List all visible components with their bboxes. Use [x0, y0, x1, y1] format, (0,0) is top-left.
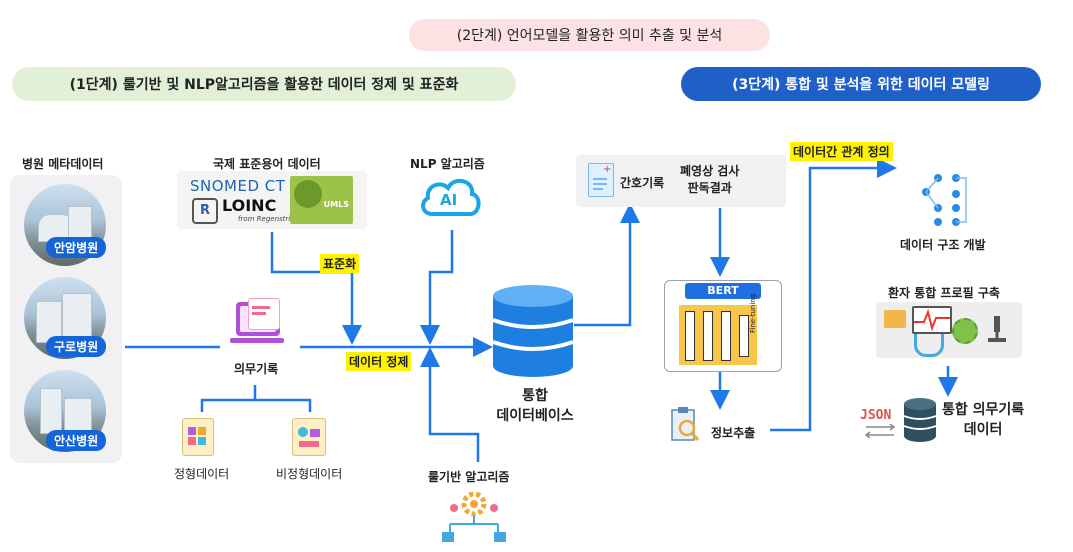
stethoscope-icon	[914, 334, 944, 357]
arrow-db-to-stage2	[574, 203, 640, 327]
json-icon: JSON	[860, 404, 900, 438]
unstructured-label: 비정형데이터	[276, 467, 343, 481]
bert-title: BERT	[685, 283, 761, 299]
nursing-doc-icon: +	[588, 163, 614, 197]
imaging-line1: 폐영상 검사	[680, 164, 740, 178]
json-text: JSON	[860, 408, 892, 423]
heart-monitor-icon	[912, 306, 952, 334]
bert-model: BERT Fine-tuning	[664, 280, 782, 372]
integrated-record-line2: 데이터	[963, 422, 1003, 438]
hospital-meta-title: 병원 메타데이터	[22, 157, 104, 171]
umls-text: UMLS	[323, 200, 349, 209]
medical-record-icon	[228, 298, 286, 346]
record-db-icon	[902, 396, 938, 444]
info-extract-label: 정보추출	[711, 426, 756, 440]
umls-logo: UMLS	[290, 176, 353, 224]
integrated-db-line1: 통합	[522, 388, 548, 404]
loinc-sub: from Regenstrief	[238, 215, 298, 223]
integrated-db-line2: 데이터베이스	[496, 408, 574, 424]
stage2-label: (2단계) 언어모델을 활용한 의미 추출 및 분석	[456, 28, 723, 44]
cloud-ai-icon: AI	[418, 174, 484, 218]
loinc-logo: LOINC	[222, 196, 276, 215]
intl-std-title: 국제 표준용어 데이터	[213, 157, 321, 171]
bert-finetune-label: Fine-tuning	[749, 293, 757, 333]
integrated-record-line1: 통합 의무기록	[942, 402, 1025, 418]
database-icon	[490, 282, 576, 378]
arrow-std-to-line	[270, 232, 362, 345]
nursing-label: 간호기록	[620, 176, 665, 190]
rule-algo-icon	[438, 488, 510, 548]
profile-label: 환자 통합 프로필 구축	[888, 286, 1000, 300]
structured-label: 정형데이터	[174, 467, 230, 481]
stage3-pill: (3단계) 통합 및 분석을 위한 데이터 모델링	[681, 67, 1041, 101]
ai-text: AI	[440, 191, 458, 209]
structure-dev-label: 데이터 구조 개발	[900, 238, 986, 252]
hospital-badge-ansan: 안산병원	[46, 430, 107, 451]
stage2-pill: (2단계) 언어모델을 활용한 의미 추출 및 분석	[409, 19, 770, 51]
imaging-line2: 판독결과	[687, 181, 732, 195]
standardize-tag: 표준화	[320, 254, 360, 273]
virus-icon	[952, 318, 978, 344]
relation-def-tag: 데이터간 관계 정의	[790, 142, 893, 161]
loinc-text: LOINC	[222, 196, 277, 215]
hospital-badge-guro: 구로병원	[46, 336, 107, 357]
rule-algo-title: 룰기반 알고리즘	[428, 470, 510, 484]
integrated-record-label: 통합 의무기록 데이터	[942, 400, 1024, 440]
stage3-label: (3단계) 통합 및 분석을 위한 데이터 모델링	[732, 77, 990, 93]
regenstrief-icon: R	[192, 198, 218, 224]
medical-record-label: 의무기록	[234, 362, 279, 376]
stage1-label: (1단계) 룰기반 및 NLP알고리즘을 활용한 데이터 정제 및 표준화	[69, 77, 459, 93]
hospital-badge-anam: 안암병원	[46, 237, 107, 258]
microscope-icon	[986, 314, 1008, 344]
tree-icon	[294, 180, 322, 208]
arrow-nlp-to-line	[420, 230, 454, 345]
arrow-rule-to-line	[420, 347, 480, 462]
arrow-extract-to-stage3	[770, 158, 897, 432]
snomed-text: SNOMED CT	[190, 177, 286, 195]
unstructured-icon	[292, 418, 326, 456]
patient-card-icon	[884, 310, 906, 328]
arrow-record-split	[200, 385, 312, 412]
snomed-logo: SNOMED CT	[190, 177, 285, 195]
info-extract-icon	[670, 406, 700, 444]
integrated-db-label: 통합 데이터베이스	[480, 386, 590, 426]
structured-icon	[182, 418, 214, 456]
data-structure-icon	[912, 172, 968, 228]
nlp-title: NLP 알고리즘	[410, 157, 485, 171]
stage1-pill: (1단계) 룰기반 및 NLP알고리즘을 활용한 데이터 정제 및 표준화	[12, 67, 516, 101]
bert-network	[679, 305, 757, 365]
imaging-label: 폐영상 검사 판독결과	[680, 163, 739, 197]
cleanse-tag: 데이터 정제	[346, 352, 412, 371]
